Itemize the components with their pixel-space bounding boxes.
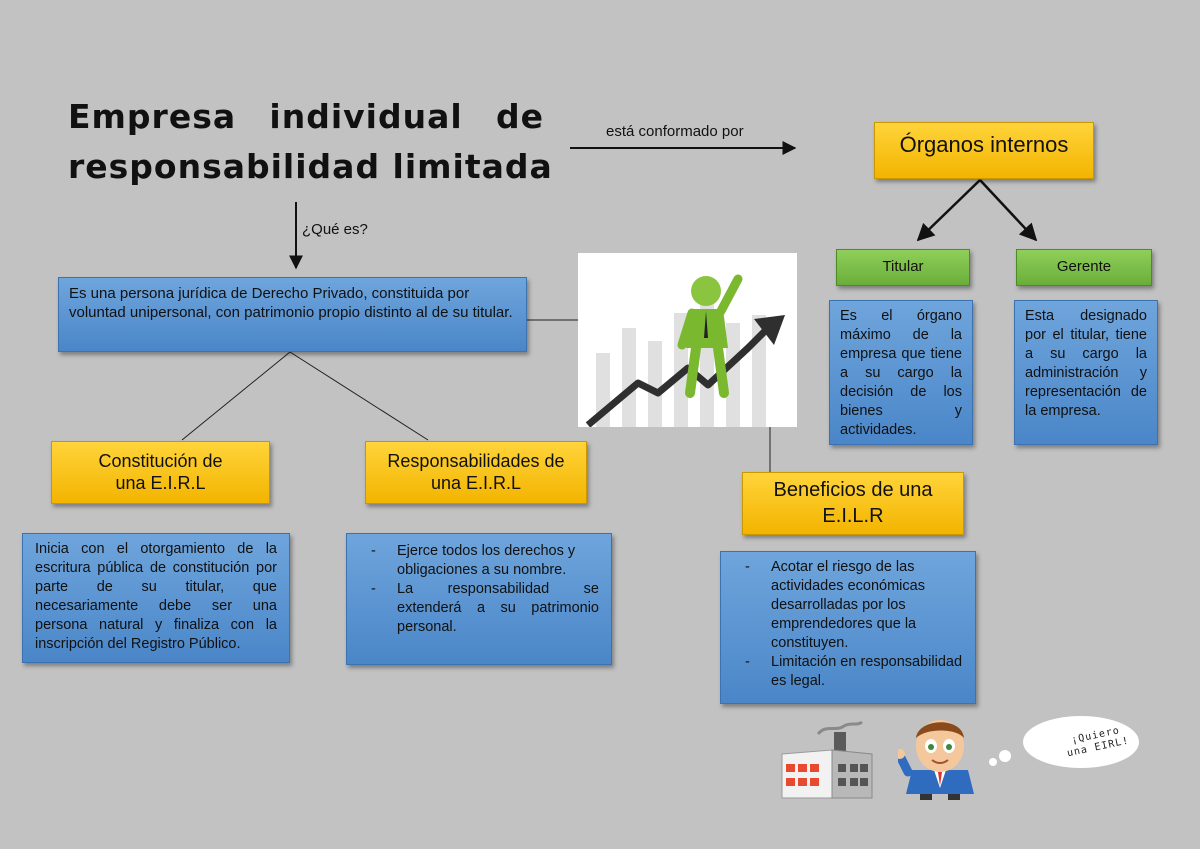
node-gerente: Gerente xyxy=(1016,249,1152,286)
node-organos-internos: Órganos internos xyxy=(874,122,1094,179)
node-constitucion: Constitución de una E.I.R.L xyxy=(51,441,270,504)
diagram-title: Empresa individual de responsabilidad li… xyxy=(68,92,558,192)
growth-illustration xyxy=(578,253,797,428)
title-line-2: responsabilidad limitada xyxy=(68,147,553,186)
responsabilidades-item-1: Ejerce todos los derechos y obligaciones… xyxy=(371,542,599,580)
node-beneficios: Beneficios de una E.I.L.R xyxy=(742,472,964,535)
arrow-titular xyxy=(916,179,981,242)
line-def-responsabilidades xyxy=(289,351,429,441)
thought-bubble-icon xyxy=(989,716,1139,768)
edge-label-que-es: ¿Qué es? xyxy=(302,221,368,238)
node-responsabilidades-desc: Ejerce todos los derechos y obligaciones… xyxy=(346,533,612,665)
node-titular: Titular xyxy=(836,249,970,286)
node-definition: Es una persona jurídica de Derecho Priva… xyxy=(58,277,527,352)
node-constitucion-desc: Inicia con el otorgamiento de la escritu… xyxy=(22,533,290,663)
node-gerente-desc: Esta designado por el titular, tiene a s… xyxy=(1014,300,1158,445)
factory-icon xyxy=(781,720,873,799)
growth-chart-icon xyxy=(585,274,785,428)
beneficios-item-1: Acotar el riesgo de las actividades econ… xyxy=(745,558,963,653)
title-word-3: de xyxy=(495,97,544,136)
responsabilidades-item-2: La responsabilidad se extenderá a su pat… xyxy=(371,580,599,637)
title-word-2: individual xyxy=(269,97,463,136)
title-word-1: Empresa xyxy=(68,97,237,136)
node-responsabilidades: Responsabilidades de una E.I.R.L xyxy=(365,441,587,504)
node-titular-desc: Es el órgano máximo de la empresa que ti… xyxy=(829,300,973,445)
edge-label-conformado: está conformado por xyxy=(606,123,744,140)
beneficios-item-2: Limitación en responsabilidad es legal. xyxy=(745,653,963,691)
line-def-constitucion xyxy=(181,351,291,441)
arrow-gerente xyxy=(979,179,1038,242)
businessman-icon xyxy=(898,720,974,800)
node-beneficios-desc: Acotar el riesgo de las actividades econ… xyxy=(720,551,976,704)
